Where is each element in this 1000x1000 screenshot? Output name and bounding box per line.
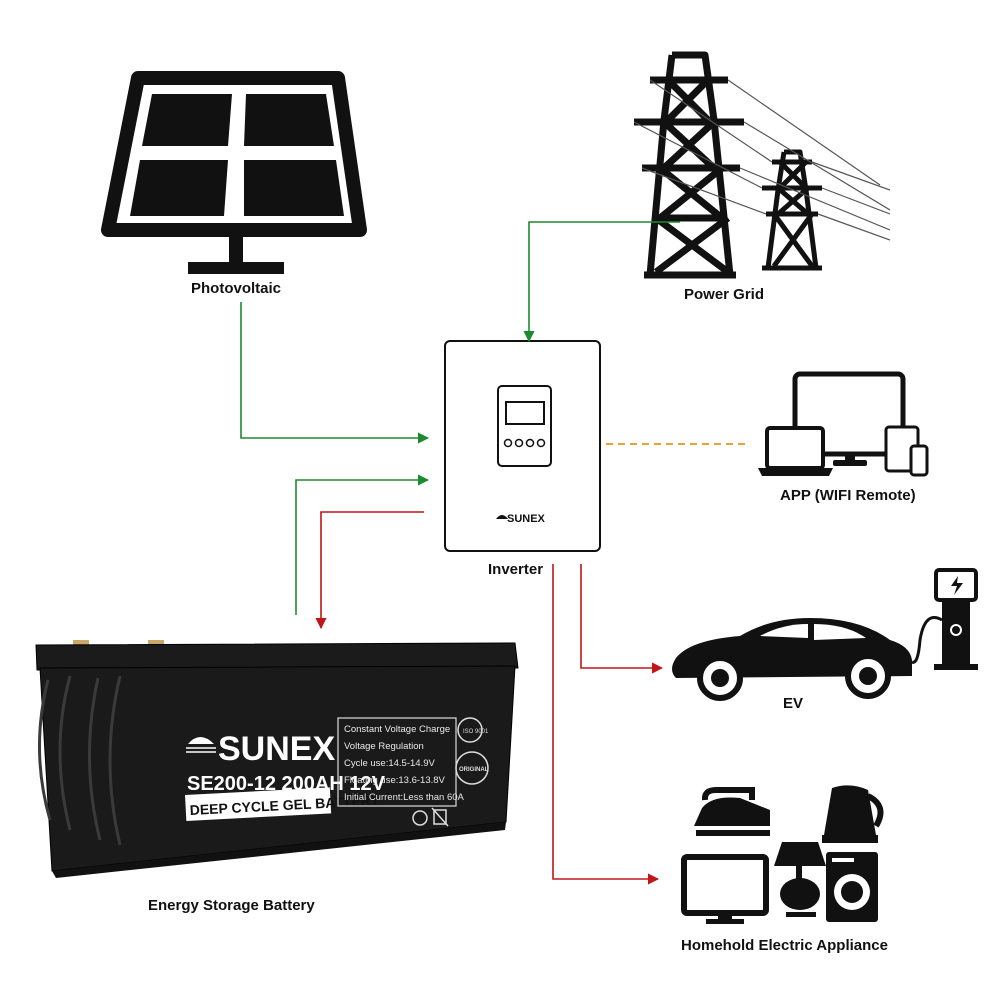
battery-model: SE200-12 200AH 12V: [187, 773, 386, 795]
iso-badge-icon: [457, 717, 483, 743]
inverter-control-panel: [497, 385, 552, 467]
appliance-label: Homehold Electric Appliance: [681, 937, 888, 954]
photovoltaic-label: Photovoltaic: [191, 280, 282, 297]
inverter-logo: SUNEX: [496, 513, 546, 525]
app-label: APP (WIFI Remote): [780, 487, 916, 504]
pv-to-inverter-arrow: [240, 302, 430, 444]
power-grid-label: Power Grid: [684, 286, 765, 303]
recycle-icon: [412, 810, 428, 826]
battery-spec-line: Floating use:13.6-13.8V: [344, 775, 446, 786]
lamp-icon: [774, 842, 826, 917]
inverter-to-battery-arrow: [315, 511, 424, 630]
washing-machine-icon: [826, 852, 878, 922]
inverter-label: Inverter: [488, 561, 544, 578]
battery-spec-line: Constant Voltage Charge: [344, 724, 450, 735]
kettle-icon: [822, 785, 884, 843]
grid-to-inverter-arrow: [523, 221, 680, 343]
ev-label: EV: [783, 695, 804, 712]
battery-spec-line: Voltage Regulation: [344, 741, 424, 752]
battery-label: Energy Storage Battery: [148, 897, 315, 914]
solar-panel-icon: [101, 71, 367, 274]
battery-logo: [186, 737, 216, 753]
original-badge-text: ORIGINAL: [459, 767, 489, 773]
tv-icon: [681, 854, 769, 924]
inverter-to-ev-arrow: [580, 564, 664, 674]
inverter-to-appliance-arrow: [552, 564, 660, 885]
power-grid-icon: [633, 51, 891, 279]
iso-badge-text: ISO 9001: [463, 729, 489, 735]
battery-to-inverter-arrow: [295, 474, 430, 615]
battery-brand: SUNEX: [218, 730, 335, 768]
iron-icon: [694, 787, 770, 836]
battery-spec-line: Cycle use:14.5-14.9V: [344, 758, 435, 769]
inverter-brand: SUNEX: [507, 513, 546, 525]
original-badge-icon: [455, 751, 489, 785]
no-trash-icon: [431, 807, 449, 827]
inverter-buttons: [503, 438, 546, 448]
battery-spec-line: Initial Current:Less than 60A: [344, 792, 465, 803]
devices-icon: [758, 371, 929, 477]
battery-icon: SUNEX SE200-12 200AH 12V DEEP CYCLE GEL …: [35, 640, 519, 878]
ev-charger-icon: [911, 568, 978, 670]
inverter-display: [505, 401, 545, 425]
appliances-icon: [681, 785, 884, 924]
ev-car-icon: [672, 618, 912, 701]
inverter-unit: SUNEX: [444, 340, 601, 552]
